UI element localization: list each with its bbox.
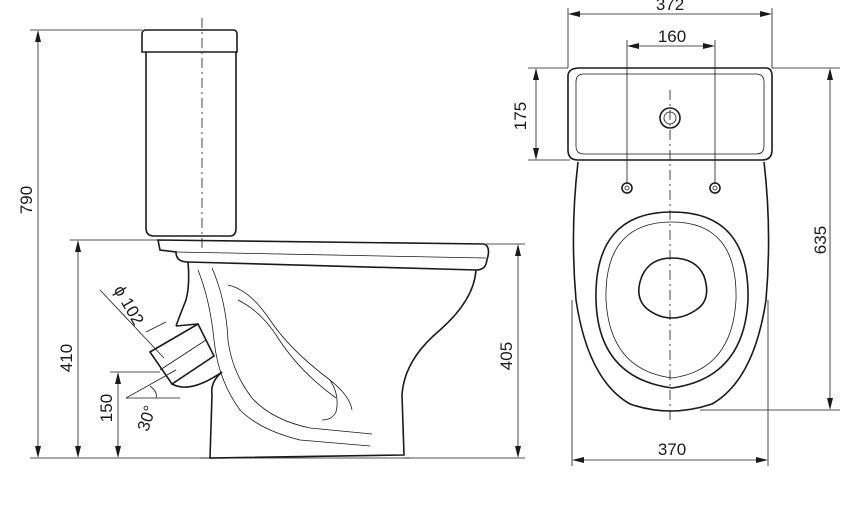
label-790: 790 (17, 186, 36, 214)
cistern-body (145, 52, 237, 237)
label-372: 372 (656, 0, 684, 14)
bowl-opening (638, 257, 708, 319)
trapway (197, 269, 371, 447)
tank-top (567, 67, 773, 161)
flush-button (659, 107, 681, 129)
label-160: 160 (658, 27, 686, 46)
side-dimensions (30, 29, 525, 459)
label-175: 175 (511, 102, 530, 130)
label-410: 410 (57, 344, 76, 372)
top-view (567, 67, 773, 420)
outlet-pipe (148, 322, 216, 386)
bolt-left (621, 182, 633, 194)
label-370: 370 (658, 440, 686, 459)
bolt-right (709, 182, 721, 194)
seat-outer (595, 211, 749, 389)
bowl-rim (157, 239, 490, 271)
cistern-lid (141, 29, 238, 53)
label-405: 405 (497, 342, 516, 370)
label-30deg: 30° (134, 403, 160, 433)
label-635: 635 (811, 226, 830, 254)
label-150: 150 (97, 394, 116, 422)
bowl-body (209, 269, 477, 459)
bowl-outline (572, 161, 770, 412)
label-phi102: ϕ 102 (110, 282, 148, 328)
top-dimensions (528, 8, 840, 466)
side-view (141, 18, 490, 459)
